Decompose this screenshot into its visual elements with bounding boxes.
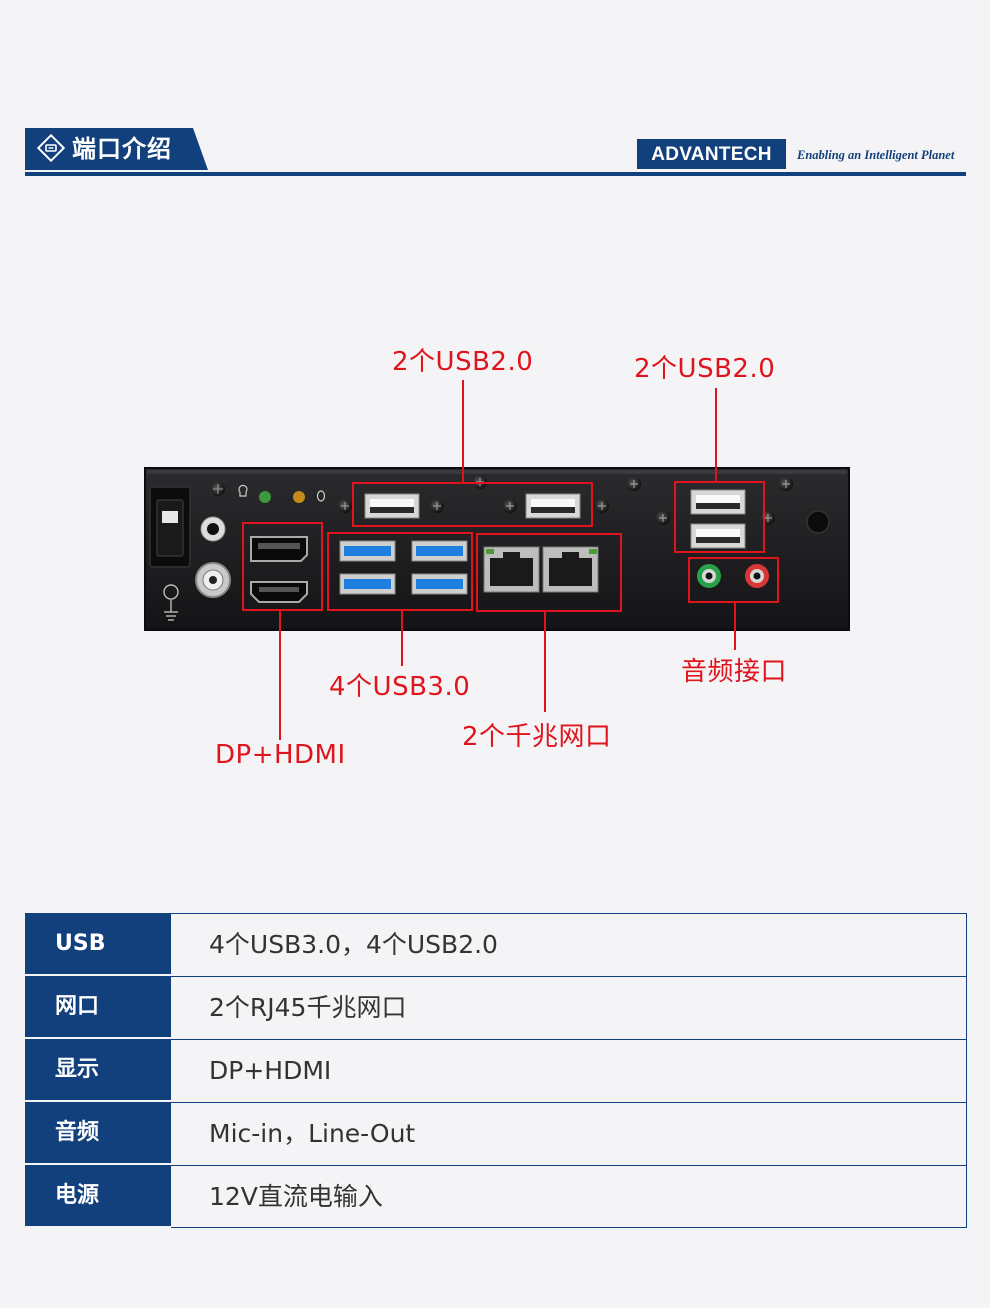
- callout-usb3: 4个USB3.0: [329, 672, 471, 702]
- device-rear-panel: [144, 380, 850, 740]
- callout-audio: 音频接口: [681, 657, 788, 687]
- callout-usb2-right: 2个USB2.0: [634, 354, 776, 384]
- power-jack: [195, 516, 231, 598]
- hdmi-connector: [250, 581, 308, 603]
- spec-key: 显示: [25, 1039, 171, 1100]
- power-switch: [149, 486, 191, 568]
- spec-key: 音频: [25, 1102, 171, 1163]
- spec-key: 电源: [25, 1165, 171, 1226]
- spec-row-usb: USB 4个USB3.0，4个USB2.0: [25, 913, 967, 976]
- usb2-ports-right: [690, 489, 746, 549]
- callout-markers: [242, 380, 779, 740]
- callout-lan: 2个千兆网口: [462, 722, 612, 752]
- spec-value: Mic-in，Line-Out: [171, 1102, 967, 1165]
- displayport-connector: [250, 536, 308, 562]
- callout-display: DP+HDMI: [215, 740, 346, 770]
- callout-usb2-center: 2个USB2.0: [392, 347, 534, 377]
- spec-value: 2个RJ45千兆网口: [171, 976, 967, 1039]
- ground-icon: [163, 584, 179, 621]
- usb3-ports: [339, 540, 468, 595]
- spec-row-display: 显示 DP+HDMI: [25, 1039, 967, 1102]
- port-icon: [36, 133, 66, 163]
- spec-value: 12V直流电输入: [171, 1165, 967, 1228]
- port-diagram: 2个USB2.0 2个USB2.0 4个USB3.0 2个千兆网口 音频接口 D…: [0, 300, 990, 820]
- spec-key: USB: [25, 913, 171, 974]
- header-rule: [25, 172, 966, 176]
- status-leds: [211, 482, 326, 503]
- spec-value: 4个USB3.0，4个USB2.0: [171, 913, 967, 976]
- rj45-ports: [483, 546, 599, 593]
- spec-value: DP+HDMI: [171, 1039, 967, 1102]
- usb2-ports-center: [364, 493, 581, 519]
- spec-row-network: 网口 2个RJ45千兆网口: [25, 976, 967, 1039]
- spec-row-power: 电源 12V直流电输入: [25, 1165, 967, 1228]
- spec-key: 网口: [25, 976, 171, 1037]
- brand-slogan: Enabling an Intelligent Planet: [797, 148, 955, 162]
- panel-screws: [338, 475, 830, 534]
- audio-jacks: [697, 564, 769, 588]
- spec-row-audio: 音频 Mic-in，Line-Out: [25, 1102, 967, 1165]
- section-title: 端口介绍: [72, 135, 172, 163]
- brand-logo: ADVANTECH: [637, 139, 786, 169]
